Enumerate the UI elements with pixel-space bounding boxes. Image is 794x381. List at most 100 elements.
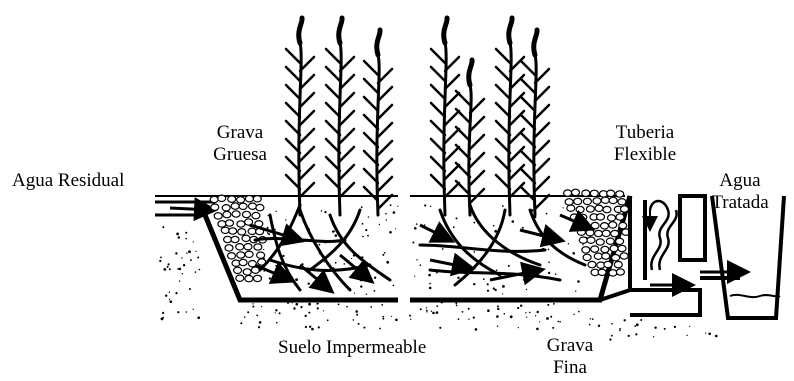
gravel-stone (238, 229, 246, 235)
soil-dot (553, 303, 555, 305)
soil-dot (598, 325, 600, 327)
reed-plant (496, 18, 524, 215)
gravel-stone (254, 244, 262, 250)
soil-dot (705, 333, 706, 334)
soil-dot (497, 326, 498, 327)
soil-dot (189, 288, 191, 290)
grava-gruesa-label: Grava Gruesa (200, 122, 280, 166)
agua-tratada-line-1: Agua (700, 170, 780, 192)
soil-dot (354, 293, 355, 294)
soil-dot (582, 244, 583, 245)
soil-dot (275, 265, 277, 267)
soil-dot (432, 312, 435, 315)
gravel-stone (612, 255, 620, 261)
soil-dot (175, 292, 177, 294)
soil-dot (546, 213, 548, 215)
soil-dot (295, 278, 298, 281)
soil-dot (420, 264, 422, 266)
soil-dot (473, 317, 475, 319)
gravel-stone (596, 239, 604, 245)
gravel-stone (226, 220, 234, 226)
soil-dot (269, 277, 271, 279)
soil-dot (366, 294, 367, 295)
soil-dot (664, 328, 666, 330)
gravel-stone (245, 196, 253, 202)
gravel-stone (210, 196, 218, 202)
soil-dot (363, 327, 365, 329)
soil-dot (324, 211, 326, 213)
gravel-stone (225, 245, 233, 251)
soil-dot (536, 328, 539, 331)
gravel-stone (256, 204, 264, 210)
soil-dot (311, 328, 314, 331)
soil-dot (177, 268, 179, 270)
gravel-stone (244, 244, 252, 250)
gravel-stone (591, 246, 599, 252)
soil-dot (256, 315, 258, 317)
soil-dot (474, 251, 476, 253)
gravel-stone (616, 214, 624, 220)
reed-plant (431, 18, 459, 215)
soil-dot (182, 273, 183, 274)
soil-dot (525, 312, 526, 313)
soil-dot (539, 321, 540, 322)
soil-dot (426, 310, 428, 312)
soil-dot (436, 305, 438, 307)
soil-dot (522, 227, 524, 229)
agua-tratada-line-2: Tratada (700, 192, 780, 214)
soil-dot (389, 231, 392, 234)
gravel-stone (222, 205, 230, 211)
grava-fina-label: Grava Fina (530, 335, 610, 379)
soil-dot (424, 204, 426, 206)
gravel-stone (223, 211, 231, 217)
gravel-stone (243, 269, 251, 275)
soil-dot (386, 261, 389, 264)
soil-dot (168, 263, 170, 265)
soil-dot (276, 211, 277, 212)
soil-dot (162, 226, 164, 228)
soil-dot (410, 319, 411, 320)
soil-dot (162, 317, 164, 319)
soil-dot (473, 222, 475, 224)
soil-dot (282, 255, 284, 257)
soil-dot (496, 270, 498, 272)
soil-dot (178, 236, 180, 238)
soil-dot (578, 311, 580, 313)
soil-dot (300, 306, 302, 308)
soil-dot (526, 289, 527, 290)
soil-dot (275, 309, 277, 311)
soil-dot (442, 248, 444, 250)
gravel-stone (604, 261, 612, 267)
soil-dot (416, 259, 417, 260)
soil-dot (430, 206, 431, 207)
soil-dot (568, 243, 569, 244)
soil-dot (285, 219, 286, 220)
gravel-stone (237, 221, 245, 227)
soil-dot (463, 260, 465, 262)
soil-dot (327, 319, 329, 321)
soil-dot (275, 312, 276, 313)
soil-dot (497, 308, 499, 310)
soil-dot (517, 307, 519, 309)
soil-dot (276, 322, 278, 324)
gravel-stone (611, 230, 619, 236)
soil-dot (374, 277, 376, 279)
gravel-stone (582, 190, 590, 196)
tuberia-flexible-label: Tuberia Flexible (600, 122, 690, 166)
soil-dot (308, 283, 310, 285)
gravel-stone (567, 205, 575, 211)
gravel-stone (565, 199, 573, 205)
soil-dot (552, 327, 554, 329)
soil-dot (429, 287, 432, 290)
soil-dot (575, 291, 576, 292)
soil-dot (462, 311, 464, 313)
soil-dot (175, 252, 177, 254)
soil-dot (611, 335, 613, 337)
soil-dot (420, 308, 422, 310)
agua-tratada-label: Agua Tratada (700, 170, 780, 214)
soil-dot (385, 213, 387, 215)
gravel-stone (587, 237, 595, 243)
gravel-stone (574, 198, 582, 204)
soil-dot (321, 210, 322, 211)
soil-dot (259, 321, 262, 324)
